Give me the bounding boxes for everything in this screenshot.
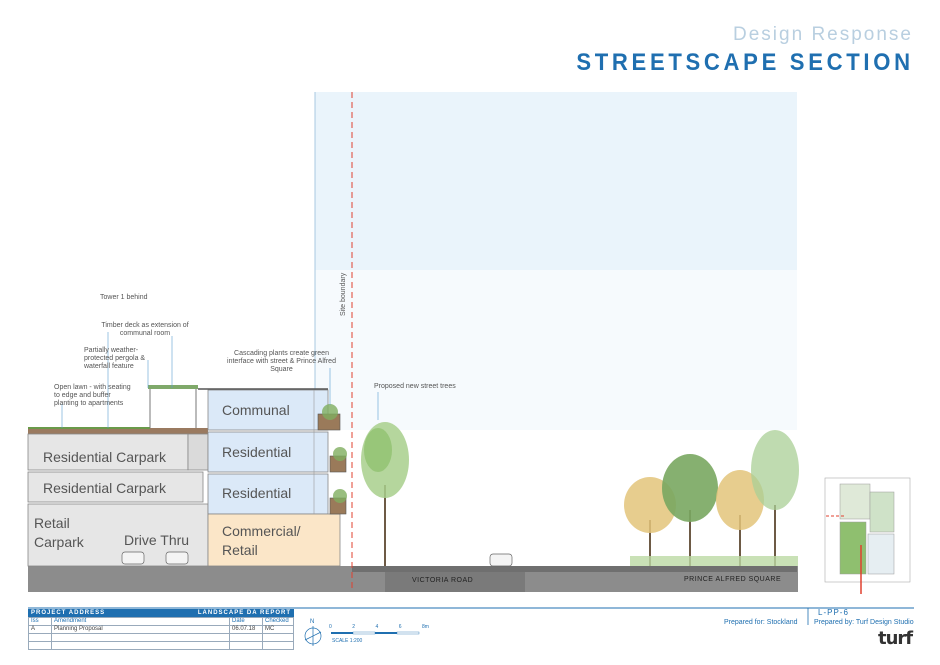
label-commercial-retail: Commercial/ Retail bbox=[222, 523, 301, 558]
north-arrow-icon bbox=[304, 626, 322, 646]
page-title: STREETSCAPE SECTION bbox=[576, 49, 914, 76]
scale-bar bbox=[331, 631, 420, 635]
annotation-new-trees: Proposed new street trees bbox=[374, 383, 456, 390]
row-checked: MC bbox=[262, 625, 294, 634]
annotation-lawn: Open lawn - with seating to edge and buf… bbox=[54, 384, 131, 407]
row-amendment: Planning Proposal bbox=[51, 625, 230, 634]
park-trees bbox=[624, 430, 799, 566]
label-residential-2: Residential bbox=[222, 485, 292, 501]
annotation-cascading: Cascading plants create green interface … bbox=[227, 350, 336, 373]
sky-backdrop bbox=[315, 92, 797, 270]
label-residential-carpark-1: Residential Carpark bbox=[43, 449, 166, 465]
col-iss: Iss bbox=[28, 617, 52, 626]
annotation-site-boundary: Site boundary bbox=[340, 272, 347, 316]
label-communal: Communal bbox=[222, 402, 290, 418]
carpark-2 bbox=[27, 471, 204, 503]
scale-tick: 8m bbox=[422, 624, 429, 630]
label-residential-1: Residential bbox=[222, 444, 292, 460]
road-victoria bbox=[385, 572, 525, 592]
annotation-pergola: Partially weather-protected pergola & wa… bbox=[84, 347, 146, 370]
subtitle: Design Response bbox=[733, 24, 913, 45]
building-residential-2 bbox=[207, 473, 329, 515]
report-name: LANDSCAPE DA REPORT bbox=[197, 610, 291, 616]
prepared-by: Prepared by: Turf Design Studio bbox=[814, 619, 914, 626]
road-surface bbox=[352, 566, 797, 572]
street-tree-1 bbox=[361, 422, 409, 566]
scale-tick: 0 bbox=[329, 624, 332, 630]
turf-logo: turf bbox=[878, 628, 913, 649]
label-prince-alfred: PRINCE ALFRED SQUARE bbox=[684, 576, 782, 583]
col-checked: Checked bbox=[262, 617, 294, 626]
label-drive-thru: Drive Thru bbox=[124, 532, 190, 548]
annotation-timber-deck: Timber deck as extension of communal roo… bbox=[101, 322, 189, 337]
pergola bbox=[148, 385, 198, 389]
row-iss: A bbox=[28, 625, 52, 634]
row-date: 06.07.18 bbox=[229, 625, 263, 634]
title-block: PROJECT ADDRESS LANDSCAPE DA REPORT Iss … bbox=[28, 609, 294, 650]
carpark-upper-slab bbox=[28, 428, 208, 434]
building-residential-1 bbox=[207, 431, 329, 473]
sheet-number: L-PP-6 bbox=[818, 608, 849, 617]
label-residential-carpark-2: Residential Carpark bbox=[43, 480, 166, 496]
scale-tick: 2 bbox=[352, 624, 356, 630]
annotation-tower: Tower 1 behind bbox=[100, 294, 148, 301]
car-road bbox=[489, 553, 513, 567]
sky-fade bbox=[315, 270, 797, 430]
col-amendment: Amendment bbox=[51, 617, 230, 626]
carpark-1 bbox=[27, 433, 189, 471]
prepared-for: Prepared for: Stockland bbox=[724, 619, 798, 626]
building-communal bbox=[207, 389, 329, 431]
scale-tick: 4 bbox=[375, 624, 379, 630]
scale-label: SCALE 1:200 bbox=[332, 638, 363, 644]
project-address: PROJECT ADDRESS bbox=[31, 610, 106, 616]
car-1 bbox=[121, 551, 145, 565]
scale-tick: 6 bbox=[398, 624, 402, 630]
car-2 bbox=[165, 551, 189, 565]
north-label: N bbox=[310, 619, 315, 625]
label-retail-carpark: Retail Carpark bbox=[34, 515, 84, 550]
scale-ticks: 0 2 4 6 8m bbox=[329, 624, 429, 630]
podium-core bbox=[187, 433, 209, 471]
building-retail bbox=[207, 513, 341, 567]
label-victoria-road: VICTORIA ROAD bbox=[412, 577, 474, 584]
site-plan-inset bbox=[824, 477, 911, 594]
col-date: Date bbox=[229, 617, 263, 626]
